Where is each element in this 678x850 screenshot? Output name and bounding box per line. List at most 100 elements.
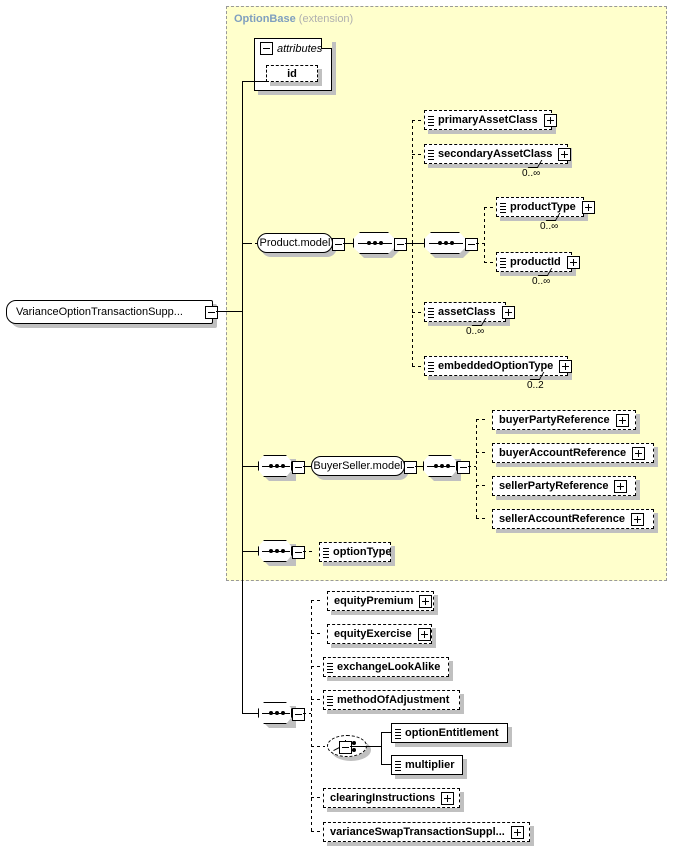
element-assetClass[interactable]: assetClass	[424, 302, 515, 322]
optiontype-sequence-node[interactable]	[258, 540, 292, 562]
connector-product-model-to-seq	[343, 243, 353, 244]
equityExercise-expand-icon[interactable]	[417, 627, 431, 641]
connector-dash-product-model	[249, 243, 260, 244]
productId-expand-icon[interactable]	[566, 255, 580, 269]
sequence-dot-3	[281, 711, 285, 715]
element-primaryAssetClass[interactable]: primaryAssetClass	[424, 110, 557, 130]
element-equityPremium[interactable]: equityPremium	[327, 591, 434, 611]
rail-bottom-children	[311, 600, 312, 832]
element-methodOfAdjustment[interactable]: methodOfAdjustment	[323, 690, 460, 710]
primaryAssetClass-expand-icon[interactable]	[543, 113, 557, 127]
sequence-dot-1	[438, 241, 442, 245]
element-exchangeLookAlike[interactable]: exchangeLookAlike	[323, 657, 449, 677]
productId-occurrence: 0..∞	[532, 276, 551, 287]
connector-root-to-trunk	[216, 311, 243, 312]
list-icon	[327, 662, 333, 673]
rail-product-inner-children	[484, 207, 485, 262]
buyerseller-inner-sequence-collapse-icon[interactable]	[457, 461, 470, 474]
optiontype-sequence-collapse-icon[interactable]	[292, 546, 305, 559]
bottom-sequence-node[interactable]	[258, 702, 292, 724]
buyerAccountReference-expand-icon[interactable]	[632, 446, 646, 460]
sequence-dot-2	[275, 549, 279, 553]
attribute-id[interactable]: id	[266, 65, 318, 82]
sellerPartyReference-expand-icon[interactable]	[614, 479, 628, 493]
element-varianceSwapTransactionSuppl[interactable]: varianceSwapTransactionSuppl...	[323, 822, 530, 842]
element-sellerPartyReference[interactable]: sellerPartyReference	[492, 476, 636, 496]
sequence-dot-1	[367, 241, 371, 245]
rail-choice-children	[381, 732, 382, 764]
assetClass-occurrence: 0..∞	[466, 326, 485, 337]
product-model-label: Product.model	[259, 237, 331, 249]
connector-buyerseller-inner-out	[468, 466, 476, 467]
choice-dot-1	[352, 741, 356, 745]
element-clearingInstructions[interactable]: clearingInstructions	[323, 788, 460, 808]
list-icon	[395, 728, 401, 739]
secondaryAssetClass-expand-icon[interactable]	[558, 147, 572, 161]
choice-node-collapse-icon[interactable]	[339, 741, 352, 754]
equityPremium-expand-icon[interactable]	[419, 594, 433, 608]
clearingInstructions-expand-icon[interactable]	[441, 791, 455, 805]
element-multiplier[interactable]: multiplier	[391, 755, 463, 775]
sequence-dot-3	[446, 464, 450, 468]
element-optionType[interactable]: optionType	[319, 542, 391, 562]
product-inner-sequence-collapse-icon[interactable]	[465, 238, 478, 251]
element-buyerPartyReference[interactable]: buyerPartyReference	[492, 410, 636, 430]
methodOfAdjustment-label: methodOfAdjustment	[337, 694, 450, 706]
buyerseller-inner-sequence-node[interactable]	[423, 455, 457, 477]
connector-trunk-to-product-model	[242, 243, 252, 244]
sequence-dot-1	[434, 464, 438, 468]
attributes-collapse-icon[interactable]	[260, 42, 273, 55]
bottom-sequence-collapse-icon[interactable]	[292, 708, 305, 721]
rail-product-children-lower	[412, 243, 413, 367]
element-equityExercise[interactable]: equityExercise	[327, 624, 432, 644]
secondaryAssetClass-label: secondaryAssetClass	[438, 148, 553, 160]
element-secondaryAssetClass[interactable]: secondaryAssetClass	[424, 144, 572, 164]
productType-expand-icon[interactable]	[581, 200, 595, 214]
connector-secondary-asset-class	[412, 154, 424, 155]
connector-primary-asset-class	[412, 120, 424, 121]
buyerseller-model-group[interactable]: BuyerSeller.model	[311, 456, 405, 476]
attributes-box-corner	[321, 38, 332, 49]
sequence-dot-2	[275, 711, 279, 715]
assetClass-label: assetClass	[438, 306, 496, 318]
embeddedOptionType-expand-icon[interactable]	[559, 359, 573, 373]
buyerAccountReference-label: buyerAccountReference	[499, 447, 627, 459]
product-model-group[interactable]: Product.model	[257, 233, 333, 253]
connector-productId	[484, 262, 496, 263]
product-sequence-node[interactable]	[353, 232, 395, 254]
buyerseller-outer-sequence-node[interactable]	[258, 455, 292, 477]
connector-productType	[484, 207, 496, 208]
connector-optionEntitlement	[381, 732, 391, 733]
buyerseller-model-collapse-icon[interactable]	[404, 461, 417, 474]
element-sellerAccountReference[interactable]: sellerAccountReference	[492, 509, 654, 529]
sequence-dot-2	[444, 241, 448, 245]
attributes-header[interactable]: attributes	[260, 42, 322, 55]
root-element-collapse-icon[interactable]	[205, 306, 218, 319]
assetClass-expand-icon[interactable]	[501, 305, 515, 319]
element-productId[interactable]: productId	[496, 252, 580, 272]
list-icon	[500, 257, 506, 268]
element-buyerAccountReference[interactable]: buyerAccountReference	[492, 443, 654, 463]
connector-clearingInstructions	[311, 797, 323, 798]
buyerseller-model-label: BuyerSeller.model	[313, 460, 403, 472]
element-embeddedOptionType[interactable]: embeddedOptionType	[424, 356, 573, 376]
root-element[interactable]: VarianceOptionTransactionSupp...	[6, 300, 213, 324]
connector-optiontype	[303, 551, 315, 552]
secondaryAssetClass-occurrence: 0..∞	[522, 168, 541, 179]
product-model-collapse-icon[interactable]	[332, 238, 345, 251]
element-optionEntitlement[interactable]: optionEntitlement	[391, 723, 508, 743]
connector-choice-entitlement	[311, 746, 325, 747]
sequence-dot-3	[450, 241, 454, 245]
element-productType[interactable]: productType	[496, 197, 595, 217]
product-sequence-collapse-icon[interactable]	[394, 238, 407, 251]
productType-occurrence: 0..∞	[540, 221, 559, 232]
choice-dot-2	[352, 748, 356, 752]
sellerAccountReference-expand-icon[interactable]	[630, 512, 644, 526]
buyerseller-outer-sequence-collapse-icon[interactable]	[292, 461, 305, 474]
product-inner-sequence-node[interactable]	[424, 232, 466, 254]
connector-main-trunk	[242, 81, 243, 713]
varianceSwapTransactionSuppl-expand-icon[interactable]	[510, 825, 524, 839]
sequence-dot-2	[373, 241, 377, 245]
extension-kind: (extension)	[298, 13, 354, 25]
buyerPartyReference-expand-icon[interactable]	[615, 413, 629, 427]
